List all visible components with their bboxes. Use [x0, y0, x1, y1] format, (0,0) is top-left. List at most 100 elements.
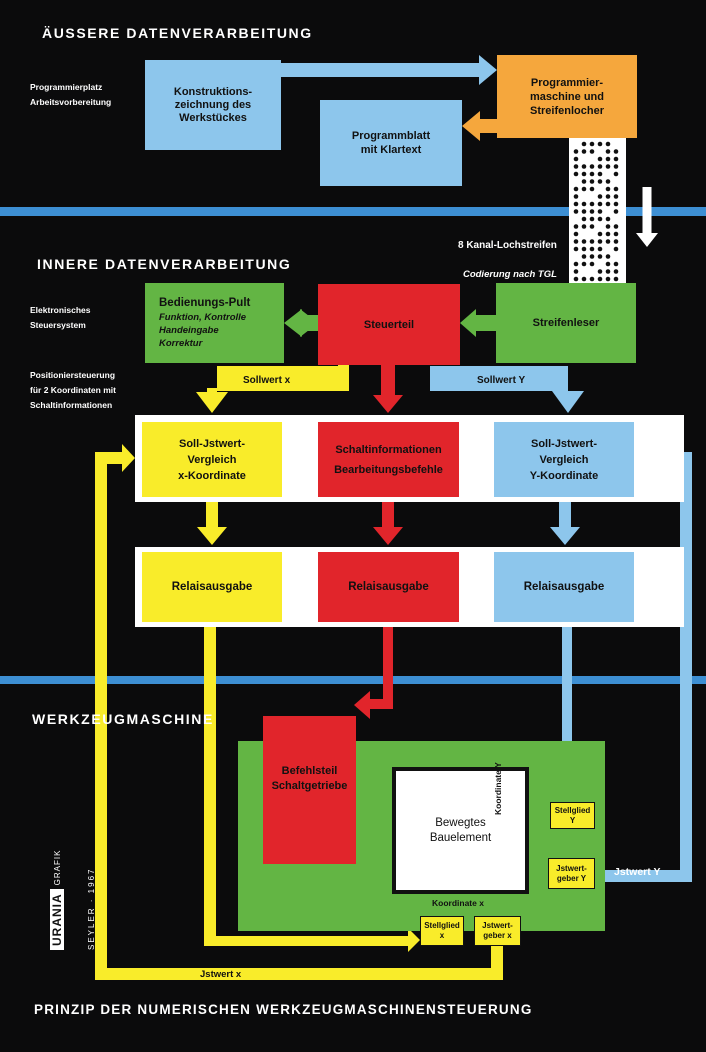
urania-logo: URANIA GRAFIK SEYLER · 1967	[30, 850, 114, 950]
control-to-panel-arrowhead-right	[300, 309, 318, 337]
actual-y-label: Jstwert Y	[614, 866, 661, 878]
tape-hole	[589, 261, 595, 267]
tape-hole	[589, 171, 595, 177]
tape-hole	[573, 156, 579, 162]
control-panel-items: Funktion, Kontrolle Handeingabe Korrektu…	[159, 311, 247, 349]
tape-hole	[581, 186, 587, 192]
tape-hole	[613, 239, 619, 244]
setpoint-y-band	[430, 366, 568, 391]
tape-hole	[581, 149, 587, 154]
tape-hole	[613, 246, 619, 252]
programming-to-sheet-arrow	[462, 111, 520, 141]
heading-inner-processing: INNERE DATENVERARBEITUNG	[37, 256, 292, 272]
tape-hole	[613, 269, 619, 274]
divider-line-outer	[0, 207, 706, 216]
tape-hole	[597, 216, 603, 222]
tape-hole	[573, 194, 579, 199]
tape-hole	[613, 171, 619, 177]
divider-line-machine	[0, 676, 706, 684]
tape-hole	[573, 269, 579, 274]
tape-hole	[581, 201, 587, 207]
control-unit-box: Steuerteil	[318, 284, 460, 365]
tape-hole	[613, 261, 619, 267]
tape-hole	[605, 141, 611, 147]
tape-hole	[581, 164, 587, 169]
tape-hole	[597, 231, 603, 237]
drawing-box: Konstruktions- zeichnung des Werkstückes	[145, 60, 281, 150]
tape-hole	[589, 246, 595, 252]
side-label-electronic: Elektronisches Steuersystem	[30, 305, 91, 330]
tape-hole	[597, 276, 603, 282]
tape-hole	[613, 194, 619, 199]
tape-hole	[581, 276, 587, 282]
relay-mid-box: Relaisausgabe	[318, 552, 459, 622]
tape-hole	[589, 239, 595, 244]
tape-hole	[581, 239, 587, 244]
tape-hole	[597, 209, 603, 214]
tape-hole	[605, 179, 611, 184]
tape-hole	[605, 194, 611, 199]
tape-title: 8 Kanal-Lochstreifen	[458, 240, 557, 251]
coord-x-label: Koordinate x	[432, 898, 484, 908]
tape-hole	[613, 149, 619, 154]
tape-hole	[573, 224, 579, 229]
tape-hole	[605, 156, 611, 162]
tape-hole	[573, 209, 579, 214]
coord-y-label: Koordinate Y	[493, 762, 503, 815]
tape-hole	[573, 239, 579, 244]
tape-hole	[605, 261, 611, 267]
tape-hole	[589, 254, 595, 259]
actual-x-label: Jstwert x	[200, 969, 242, 980]
tape-hole	[589, 224, 595, 229]
tape-hole	[597, 171, 603, 177]
drawing-to-programming-arrow	[281, 55, 497, 85]
tape-hole	[597, 246, 603, 252]
reader-to-control-arrow	[460, 309, 496, 337]
tape-hole	[573, 201, 579, 207]
setpoint-y-label: Sollwert Y	[477, 375, 526, 386]
tape-hole	[613, 224, 619, 229]
tape-hole	[573, 276, 579, 282]
tape-hole	[581, 209, 587, 214]
control-panel-box: Bedienungs-Pult Funktion, Kontrolle Hand…	[145, 283, 284, 363]
tape-down-arrow	[636, 187, 658, 247]
tape-hole	[605, 231, 611, 237]
tape-hole	[573, 186, 579, 192]
tape-hole	[581, 254, 587, 259]
heading-machine-tool: WERKZEUGMASCHINE	[32, 711, 214, 727]
tape-hole	[573, 149, 579, 154]
control-to-switch-arrow	[373, 365, 403, 413]
relay-to-command-arrow	[354, 622, 393, 719]
tape-hole	[581, 261, 587, 267]
tape-hole	[589, 209, 595, 214]
tape-hole	[613, 201, 619, 207]
tape-hole	[605, 201, 611, 207]
compare-x-box: Soll-Jstwert- Vergleich x-Koordinate	[142, 422, 282, 497]
switch-to-relay-arrow	[373, 497, 403, 545]
sensor-x-box: Jstwert- geber x	[474, 916, 521, 946]
tape-hole	[597, 201, 603, 207]
relay-x-box: Relaisausgabe	[142, 552, 282, 622]
logo-sub: GRAFIK	[52, 849, 62, 886]
tape-hole	[605, 254, 611, 259]
tape-hole	[573, 171, 579, 177]
tape-hole	[605, 186, 611, 192]
tape-hole	[597, 141, 603, 147]
tape-hole	[589, 141, 595, 147]
sensor-y-box: Jstwert- geber Y	[548, 858, 595, 889]
logo-brand: URANIA	[50, 889, 64, 950]
tape-hole	[589, 201, 595, 207]
actuator-y-box: Stellglied Y	[550, 802, 595, 829]
compare-x-to-relay-arrow	[197, 497, 227, 545]
side-label-positioning: Positioniersteuerung für 2 Koordinaten m…	[30, 370, 116, 410]
tape-hole	[605, 149, 611, 154]
tape-hole	[589, 216, 595, 222]
tape-hole	[589, 179, 595, 184]
tape-hole	[589, 164, 595, 169]
switch-info-box: Schaltinformationen Bearbeitungsbefehle	[318, 422, 459, 497]
tape-hole	[597, 254, 603, 259]
command-part-box: Befehlsteil Schaltgetriebe	[263, 716, 356, 864]
tape-hole	[573, 231, 579, 237]
moving-part-box: Bewegtes Bauelement	[392, 767, 529, 894]
